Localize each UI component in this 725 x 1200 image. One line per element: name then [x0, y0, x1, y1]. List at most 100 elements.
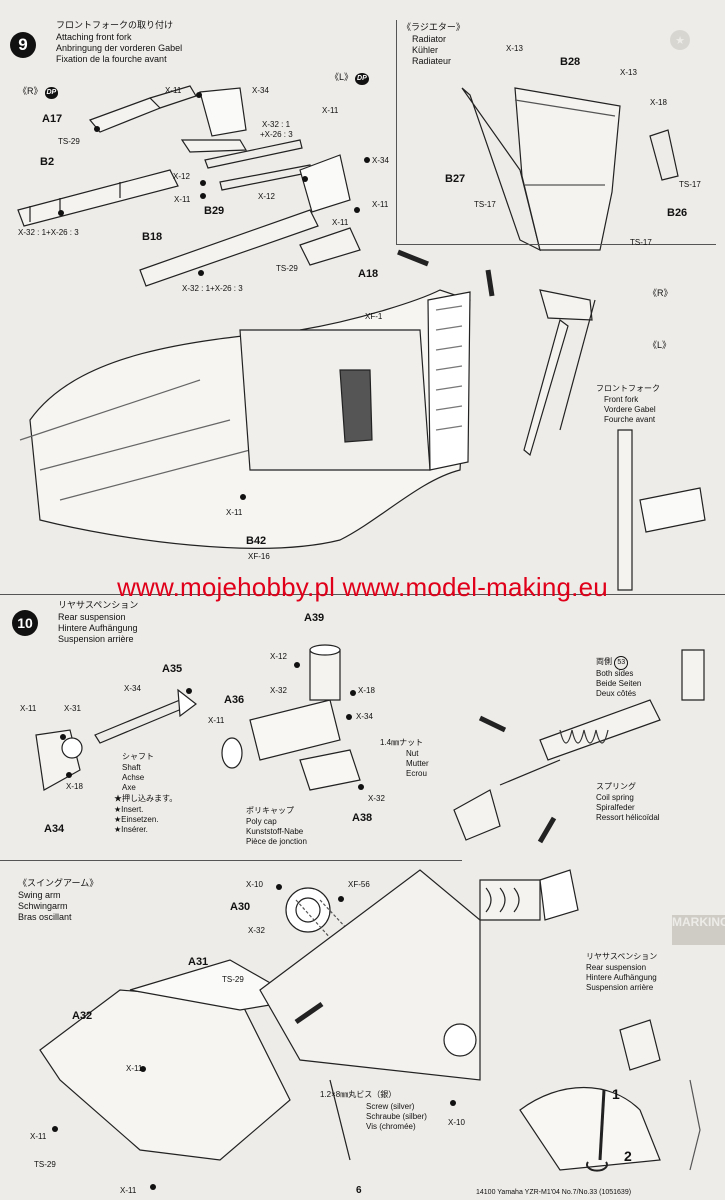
paint-x11: X-11 [165, 86, 182, 95]
watermark-text: www.mojehobby.pl www.model-making.eu [117, 572, 608, 602]
shaft-jp: シャフト [122, 752, 154, 761]
paint-x18: X-18 [650, 98, 667, 107]
paint-x11: X-11 [332, 218, 349, 227]
step-9-badge: 9 [10, 32, 36, 58]
part-ts17: TS-17 [630, 238, 652, 247]
fork-label-de: Vordere Gabel [604, 405, 656, 414]
bullet-icon [200, 193, 206, 199]
dp-icon: DP [355, 73, 369, 85]
part-a34: A34 [44, 823, 65, 835]
part-b42: B42 [246, 535, 267, 547]
paint-x11: X-11 [174, 195, 191, 204]
screw-jp: 1.2×8㎜丸ビス（銀） [320, 1090, 397, 1099]
b2-screw: X-32 : 1+X-26 : 3 [18, 228, 79, 237]
side-l-label: 《L》DP [330, 72, 369, 85]
bullet-icon [150, 1184, 156, 1190]
part-a36: A36 [224, 694, 245, 706]
screw-en: Screw (silver) [366, 1102, 415, 1111]
part-b18: B18 [142, 231, 163, 243]
paint-x10: X-10 [448, 1118, 465, 1127]
part-ts29: TS-29 [276, 264, 298, 273]
polycap-fr: Pièce de jonction [246, 837, 307, 846]
spring-en: Coil spring [596, 793, 634, 802]
bullet-icon [294, 662, 300, 668]
bullet-icon [354, 207, 360, 213]
page-number: 6 [356, 1185, 362, 1196]
part-a32: A32 [72, 1010, 93, 1022]
part-b27: B27 [445, 173, 466, 185]
dp-icon: DP [44, 87, 59, 99]
bullet-icon [364, 157, 370, 163]
bullet-icon [346, 714, 352, 720]
paint-x32-mix: X-32 : 1 [262, 120, 291, 129]
shaft-fr: Axe [122, 783, 136, 792]
swingarm-title-fr: Bras oscillant [18, 912, 72, 922]
step-9-title-de: Anbringung der vorderen Gabel [56, 43, 183, 53]
bullet-icon [94, 126, 100, 132]
screw-de: Schraube (silber) [366, 1112, 427, 1121]
step-10-badge: 10 [12, 610, 38, 636]
swingarm-divider [0, 860, 462, 861]
paint-x10: X-10 [246, 880, 263, 889]
paint-x11: X-11 [322, 106, 339, 115]
paint-xf16: XF-16 [248, 552, 270, 561]
rear-susp-fr: Suspension arrière [586, 983, 654, 992]
step-marker-1: 1 [612, 1086, 620, 1102]
paint-x11: X-11 [226, 508, 243, 517]
part-a18: A18 [358, 268, 379, 280]
star-icon: ★ [670, 30, 690, 50]
fork-r-label: 《R》 [648, 288, 673, 298]
paint-x31: X-31 [64, 704, 81, 713]
step-10-title-de: Hintere Aufhängung [58, 623, 138, 633]
section-divider [0, 594, 725, 595]
footer-code: 14100 Yamaha YZR-M1'04 No.7/No.33 (10516… [476, 1189, 632, 1196]
rear-susp-jp: リヤサスペンション [586, 952, 658, 961]
rear-susp-de: Hintere Aufhängung [586, 973, 657, 982]
part-a38: A38 [352, 812, 373, 824]
bullet-icon [358, 784, 364, 790]
bullet-icon [338, 896, 344, 902]
paint-x34: X-34 [372, 156, 389, 165]
part-a31: A31 [188, 956, 209, 968]
bullet-icon [350, 690, 356, 696]
part-a17: A17 [42, 113, 63, 125]
paint-x11: X-11 [126, 1064, 143, 1073]
bullet-icon [198, 270, 204, 276]
bullet-icon [450, 1100, 456, 1106]
part-ts29: TS-29 [34, 1160, 56, 1169]
paint-x11: X-11 [20, 704, 37, 713]
shaft-en: Shaft [122, 763, 141, 772]
part-a30: A30 [230, 901, 251, 913]
bullet-icon [58, 210, 64, 216]
paint-x34: X-34 [252, 86, 269, 95]
paint-x13: X-13 [506, 44, 523, 53]
b18-screw: X-32 : 1+X-26 : 3 [182, 284, 243, 293]
part-b2: B2 [40, 156, 55, 168]
part-b26: B26 [667, 207, 688, 219]
paint-x34: X-34 [356, 712, 373, 721]
nut-fr: Ecrou [406, 769, 427, 778]
bothsides-en: Both sides [596, 669, 634, 678]
bullet-icon [240, 494, 246, 500]
part-ts17: TS-17 [474, 200, 496, 209]
step-10-title-jp: リヤサスペンション [58, 600, 139, 610]
step-9-title-fr: Fixation de la fourche avant [56, 54, 167, 64]
nut-en: Nut [406, 749, 419, 758]
nut-de: Mutter [406, 759, 429, 768]
fork-label-jp: フロントフォーク [596, 384, 660, 393]
insert-de: ★Einsetzen. [114, 815, 159, 824]
part-b29: B29 [204, 205, 225, 217]
paint-x34: X-34 [124, 684, 141, 693]
rear-susp-en: Rear suspension [586, 963, 647, 972]
paint-x12: X-12 [173, 172, 190, 181]
bullet-icon [302, 176, 308, 182]
shaft-de: Achse [122, 773, 145, 782]
radiator-box-left [396, 20, 397, 244]
screw-fr: Vis (chromée) [366, 1122, 416, 1131]
paint-x11: X-11 [372, 200, 389, 209]
bothsides-fr: Deux côtés [596, 689, 637, 698]
paint-x32: X-32 [270, 686, 287, 695]
swingarm-title-en: Swing arm [18, 890, 61, 900]
paint-x26-mix: +X-26 : 3 [260, 130, 293, 139]
